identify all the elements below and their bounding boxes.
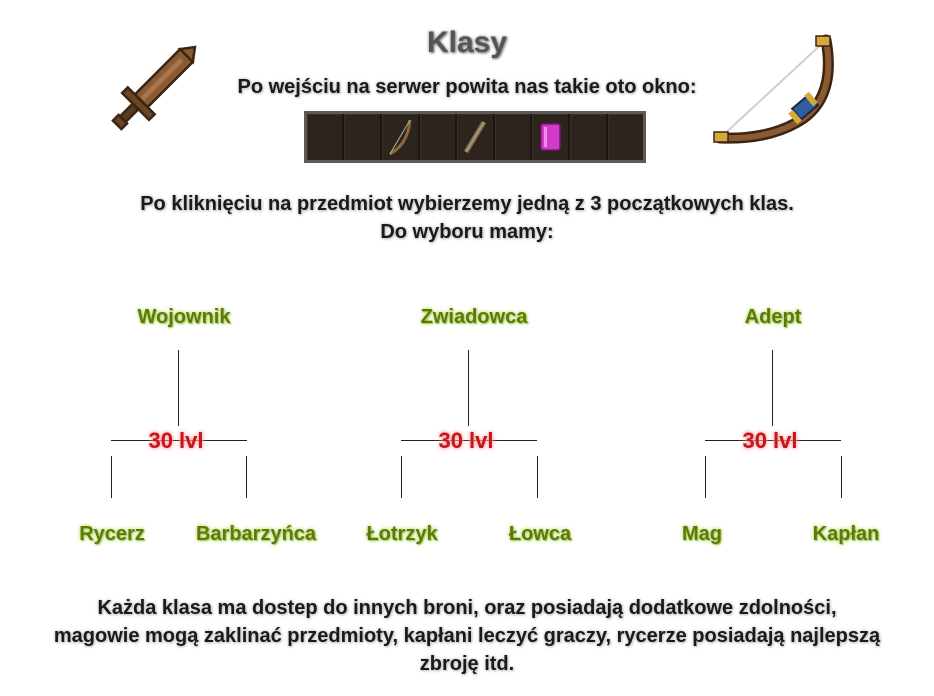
hotbar-slot[interactable] [457,114,495,160]
page-title: Klasy [426,26,508,59]
hotbar-slot[interactable] [495,114,533,160]
stick-icon [463,120,487,154]
hotbar-slot[interactable] [344,114,382,160]
description-line: Po kliknięciu na przedmiot wybierzemy je… [140,193,794,215]
hotbar [304,111,646,163]
connector-line [705,456,706,498]
bow-icon [388,119,412,156]
connector-line [246,456,247,498]
footer-line: zbroję itd. [419,653,515,675]
intro-text: Po wejściu na serwer powita nas takie ot… [237,76,697,98]
connector-line [111,440,247,441]
connector-line [841,456,842,498]
connector-line [772,350,773,426]
level-label: 30 lvl [742,428,798,453]
description-line: Do wyboru mamy: [380,221,554,243]
connector-line [537,456,538,498]
footer-line: Każda klasa ma dostep do innych broni, o… [97,597,837,619]
subclass-label-rycerz: Rycerz [79,523,145,545]
connector-line [111,456,112,498]
subclass-label-kaplan: Kapłan [812,523,880,545]
bow-icon [712,34,838,152]
connector-line [401,456,402,498]
hotbar-slot[interactable] [608,114,643,160]
connector-line [468,350,469,426]
class-label-zwiadowca: Zwiadowca [420,306,528,328]
footer-text: Każda klasa ma dostep do innych broni, o… [0,594,934,678]
sword-icon [96,44,202,142]
subclass-label-lowca: Łowca [508,523,572,545]
hotbar-slot[interactable] [382,114,420,160]
subclass-label-mag: Mag [682,523,722,545]
subclass-label-lotrzyk: Łotrzyk [366,523,438,545]
level-label: 30 lvl [438,428,494,453]
level-label: 30 lvl [148,428,204,453]
connector-line [705,440,841,441]
connector-line [178,350,179,426]
subclass-label-barbarzynca: Barbarzyńca [195,523,317,545]
hotbar-slot[interactable] [307,114,345,160]
description-block: Po kliknięciu na przedmiot wybierzemy je… [0,190,934,246]
hotbar-slot[interactable] [420,114,457,160]
connector-line [401,440,537,441]
footer-line: magowie mogą zaklinać przedmioty, kapłan… [53,625,881,647]
hotbar-slot[interactable] [570,114,608,160]
class-label-wojownik: Wojownik [137,306,231,328]
hotbar-slot[interactable] [532,114,571,160]
class-label-adept: Adept [744,306,802,328]
spellbook-icon [540,123,562,151]
